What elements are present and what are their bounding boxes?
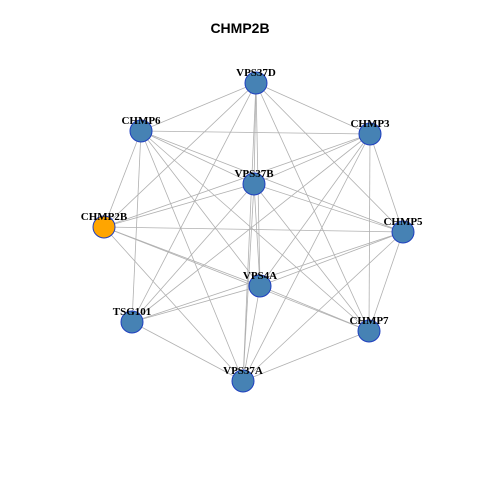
edge-vps37d-chmp6	[140, 82, 257, 132]
graph-title: CHMP2B	[210, 20, 270, 36]
node-vps37b[interactable]: VPS37B	[234, 168, 274, 196]
edge-chmp6-vps37b	[140, 130, 255, 185]
edge-chmp5-chmp6	[140, 130, 404, 233]
edge-layer	[103, 82, 404, 382]
node-label: VPS37D	[236, 67, 276, 79]
edge-chmp5-tsg101	[131, 231, 404, 323]
edge-vps37b-vps4a	[253, 183, 261, 287]
edge-chmp5-vps37a	[242, 231, 404, 382]
node-chmp7[interactable]: CHMP7	[349, 315, 389, 343]
node-label: CHMP5	[383, 216, 423, 228]
edge-chmp3-chmp6	[140, 130, 371, 135]
edge-tsg101-chmp6	[131, 130, 142, 323]
edge-vps37d-vps37a	[242, 82, 257, 382]
edge-chmp2b-chmp6	[103, 130, 142, 228]
edge-chmp3-vps37a	[242, 133, 371, 382]
node-circle[interactable]	[92, 215, 116, 239]
edge-vps37d-chmp7	[255, 82, 370, 332]
node-circle[interactable]	[244, 71, 268, 95]
edge-tsg101-vps37b	[131, 183, 255, 323]
node-circle[interactable]	[248, 274, 272, 298]
edge-vps37a-vps37b	[242, 183, 255, 382]
edge-chmp3-chmp7	[368, 133, 371, 332]
edge-vps37d-tsg101	[131, 82, 257, 323]
edge-tsg101-vps4a	[131, 285, 261, 323]
edge-chmp3-vps4a	[259, 133, 371, 287]
edge-chmp7-chmp2b	[103, 226, 370, 332]
node-chmp3[interactable]: CHMP3	[350, 118, 390, 146]
node-circle[interactable]	[391, 220, 415, 244]
node-circle[interactable]	[357, 319, 381, 343]
node-circle[interactable]	[242, 172, 266, 196]
edge-vps37a-tsg101	[131, 321, 244, 382]
node-circle[interactable]	[120, 310, 144, 334]
edge-chmp6-vps4a	[140, 130, 261, 287]
edge-chmp7-vps4a	[259, 285, 370, 332]
edge-chmp2b-vps37b	[103, 183, 255, 228]
edge-vps37d-chmp2b	[103, 82, 257, 228]
edge-chmp7-chmp6	[140, 130, 370, 332]
node-vps4a[interactable]: VPS4A	[243, 270, 277, 298]
node-label: CHMP7	[349, 315, 389, 327]
node-label: VPS37B	[234, 168, 274, 180]
edge-vps37a-chmp2b	[103, 226, 244, 382]
edge-chmp3-chmp2b	[103, 133, 371, 228]
edge-vps37d-vps37b	[253, 82, 257, 185]
edge-chmp7-vps37b	[253, 183, 370, 332]
node-chmp6[interactable]: CHMP6	[121, 115, 161, 143]
edge-chmp3-vps37b	[253, 133, 371, 185]
node-circle[interactable]	[358, 122, 382, 146]
edge-vps37d-chmp3	[255, 82, 371, 135]
node-label: VPS4A	[243, 270, 277, 282]
edge-chmp7-vps37a	[242, 330, 370, 382]
edge-chmp3-chmp5	[369, 133, 404, 233]
node-label: CHMP3	[350, 118, 390, 130]
edge-vps37a-vps4a	[242, 285, 261, 382]
node-label: CHMP2B	[81, 211, 128, 223]
node-circle[interactable]	[129, 119, 153, 143]
node-chmp2b[interactable]: CHMP2B	[81, 211, 128, 239]
edge-chmp2b-vps4a	[103, 226, 261, 287]
node-chmp5[interactable]: CHMP5	[383, 216, 423, 244]
node-circle[interactable]	[231, 369, 255, 393]
edge-chmp5-chmp7	[368, 231, 404, 332]
node-label: CHMP6	[121, 115, 161, 127]
node-vps37a[interactable]: VPS37A	[223, 365, 263, 393]
node-vps37d[interactable]: VPS37D	[236, 67, 276, 95]
edge-vps37d-chmp5	[255, 82, 404, 233]
node-tsg101[interactable]: TSG101	[113, 306, 152, 334]
edge-chmp5-vps37b	[253, 183, 404, 233]
node-label: TSG101	[113, 306, 152, 318]
edge-chmp5-vps4a	[259, 231, 404, 287]
node-label: VPS37A	[223, 365, 263, 377]
edge-vps37a-chmp6	[140, 130, 244, 382]
